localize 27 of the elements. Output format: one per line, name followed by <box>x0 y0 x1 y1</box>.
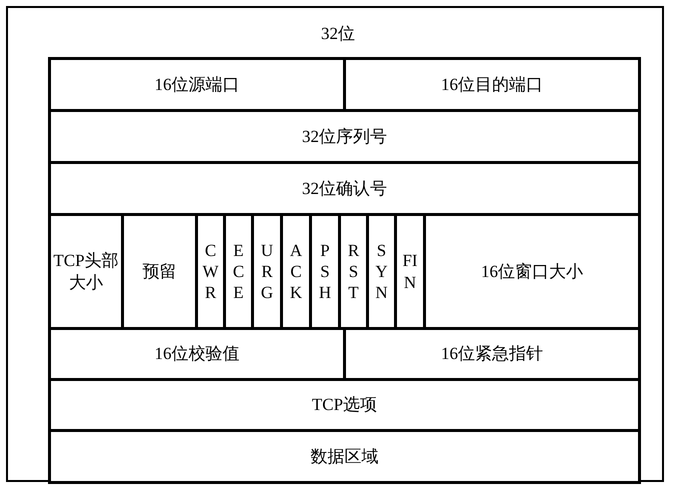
field-label: 16位紧急指针 <box>441 343 543 365</box>
field-cell <box>48 57 346 112</box>
field-cell <box>48 161 641 216</box>
field-label: 16位校验值 <box>154 343 240 365</box>
field-label: RST <box>346 240 360 304</box>
field-label: SYN <box>374 240 389 304</box>
field-label: TCP头部大小 <box>52 250 120 293</box>
field-cell <box>48 429 641 484</box>
field-cell <box>343 57 641 112</box>
width-heading: 32位 <box>320 23 356 45</box>
field-label: PSH <box>318 240 332 304</box>
field-label: 32位确认号 <box>302 178 387 200</box>
field-label: CWR <box>202 240 219 304</box>
field-cell <box>48 378 641 432</box>
field-label: 数据区域 <box>310 446 378 468</box>
field-label: 16位目的端口 <box>441 74 543 96</box>
field-label: 预留 <box>142 260 176 282</box>
field-label: 16位源端口 <box>154 74 240 96</box>
field-label: URG <box>260 240 274 304</box>
field-cell <box>48 109 641 164</box>
field-label: 32位序列号 <box>302 126 387 148</box>
header-frame <box>6 6 664 482</box>
field-label: TCP选项 <box>312 394 378 416</box>
field-label: FIN <box>402 250 418 293</box>
field-label: ECE <box>232 240 246 304</box>
field-label: 16位窗口大小 <box>481 260 583 282</box>
field-label: ACK <box>288 240 304 304</box>
